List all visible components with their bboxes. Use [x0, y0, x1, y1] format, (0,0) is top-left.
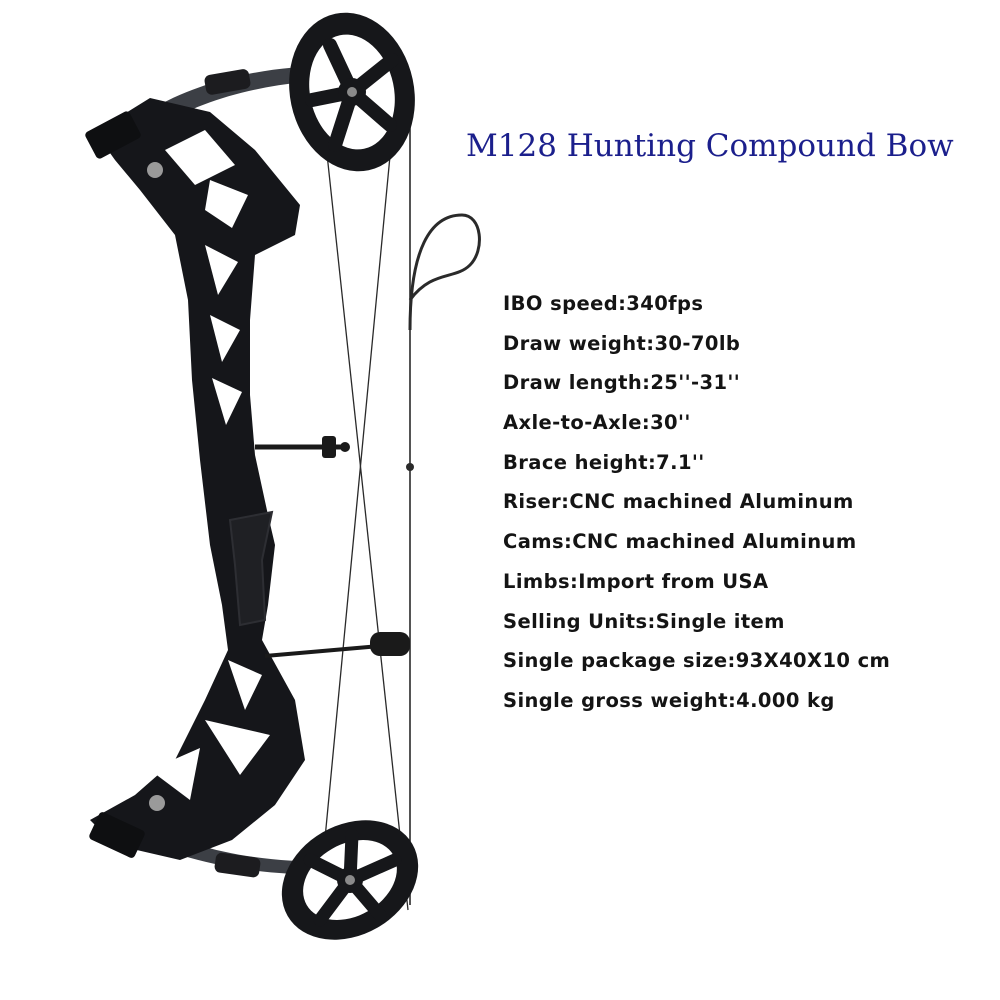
upper-limb-pocket: [85, 111, 141, 159]
arrow-rest: [255, 436, 350, 458]
spec-value: 93X40X10 cm: [735, 649, 891, 673]
spec-label: Draw length: [503, 371, 643, 395]
spec-item-gross-weight: Single gross weight:4.000 kg: [503, 688, 835, 712]
spec-list: IBO speed:340fps Draw weight:30-70lb Dra…: [503, 284, 890, 721]
bow-strings: [317, 69, 481, 913]
spec-label: Brace height: [503, 450, 648, 474]
spec-value: 340fps: [626, 292, 704, 315]
spec-item-draw-length: Draw length:25''-31'': [503, 371, 741, 395]
spec-item-package-size: Single package size:93X40X10 cm: [503, 649, 891, 673]
cable-b: [317, 71, 399, 913]
spec-item-riser: Riser:CNC machined Aluminum: [503, 490, 854, 514]
spec-value: 4.000 kg: [736, 688, 835, 712]
bow-riser: [90, 98, 305, 860]
spec-label: Axle-to-Axle: [503, 411, 642, 435]
upper-limb-damper: [204, 69, 251, 95]
spec-item-cams: Cams:CNC machined Aluminum: [503, 530, 857, 554]
spec-value: 30'': [650, 411, 691, 435]
spec-item-selling-units: Selling Units:Single item: [503, 609, 785, 633]
spec-label: Single package size: [503, 649, 728, 673]
upper-cam: [289, 12, 415, 172]
spec-label: IBO speed: [503, 292, 619, 315]
spec-item-axle-to-axle: Axle-to-Axle:30'': [503, 411, 691, 435]
spec-label: Riser: [503, 490, 562, 514]
spec-label: Limbs: [503, 569, 570, 593]
spec-value: CNC machined Aluminum: [572, 530, 857, 554]
spec-value: 7.1'': [656, 450, 705, 474]
spec-value: 30-70lb: [654, 331, 741, 355]
lower-cam: [281, 820, 419, 940]
spec-item-draw-weight: Draw weight:30-70lb: [503, 331, 741, 355]
lower-limb-pocket: [89, 812, 145, 858]
spec-label: Selling Units: [503, 609, 648, 633]
spec-value: Import from USA: [578, 569, 769, 593]
bow-grip: [228, 510, 274, 627]
cable-a: [317, 69, 409, 911]
spec-item-limbs: Limbs:Import from USA: [503, 569, 769, 593]
product-title: M128 Hunting Compound Bow: [466, 128, 954, 164]
riser-cutouts: [150, 130, 270, 800]
spec-value: CNC machined Aluminum: [569, 490, 854, 514]
spec-item-brace-height: Brace height:7.1'': [503, 450, 705, 474]
spec-label: Single gross weight: [503, 688, 728, 712]
upper-limb-bolt: [147, 162, 163, 178]
spec-label: Draw weight: [503, 331, 647, 355]
lower-limb-damper: [214, 852, 261, 878]
stabilizer: [370, 632, 410, 656]
spec-item-ibo-speed: IBO speed:340fps: [503, 292, 704, 315]
cable-guard: [264, 644, 381, 658]
spec-label: Cams: [503, 530, 564, 554]
d-loop-cable: [408, 213, 481, 331]
lower-limb-bolt: [149, 795, 165, 811]
nock-point: [406, 463, 414, 471]
spec-value: 25''-31'': [650, 371, 741, 395]
spec-value: Single item: [655, 609, 785, 633]
